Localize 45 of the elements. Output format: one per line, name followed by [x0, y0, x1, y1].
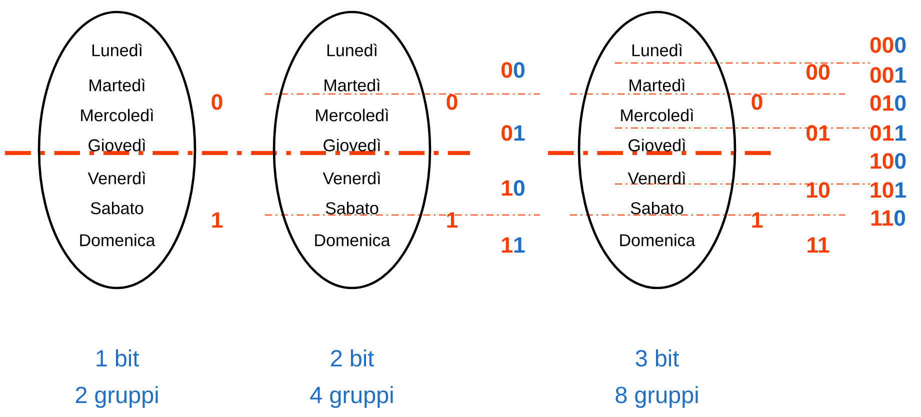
- day-name: Sabato: [326, 202, 378, 214]
- binary-code: 0: [212, 94, 222, 110]
- binary-code: 011: [870, 125, 906, 141]
- group-ellipse: [578, 10, 736, 290]
- day-name: Giovedì: [324, 138, 380, 152]
- caption-text: 1 bit: [96, 349, 139, 367]
- day-name: Lunedì: [92, 44, 142, 56]
- day-name: Lunedì: [327, 44, 377, 56]
- day-name: Martedì: [324, 78, 380, 92]
- binary-code: 00: [502, 62, 524, 78]
- day-name: Domenica: [315, 234, 390, 246]
- day-name: Domenica: [620, 234, 696, 246]
- day-name: Mercoledì: [621, 108, 694, 122]
- caption-text: 3 bit: [636, 349, 679, 367]
- binary-code: 100: [870, 153, 906, 169]
- day-name: Domenica: [80, 234, 156, 246]
- caption-text: 8 gruppi: [616, 386, 698, 408]
- day-name: Venerdì: [322, 172, 380, 184]
- caption-text: 4 gruppi: [310, 386, 393, 408]
- binary-code: 11: [502, 237, 525, 253]
- day-name: Giovedì: [628, 138, 686, 152]
- day-name: Giovedì: [88, 138, 146, 152]
- caption-text: 2 bit: [331, 349, 374, 367]
- binary-code: 01: [502, 125, 525, 141]
- binary-code: 00: [806, 64, 830, 80]
- day-name: Venerdì: [88, 172, 146, 184]
- group-ellipse: [38, 10, 196, 290]
- binary-code: 101: [870, 182, 906, 198]
- caption-text: 2 gruppi: [76, 386, 158, 408]
- day-name: Venerdì: [628, 172, 686, 184]
- binary-code: 1: [212, 212, 223, 228]
- binary-code: 11: [808, 237, 830, 253]
- group-ellipse: [272, 10, 432, 290]
- day-name: Mercoledì: [81, 108, 154, 122]
- day-name: Mercoledì: [316, 108, 388, 122]
- day-name: Sabato: [630, 202, 684, 214]
- binary-code: 000: [870, 37, 906, 53]
- binary-code: 10: [502, 180, 524, 196]
- binary-code: 010: [870, 95, 906, 111]
- day-name: Lunedì: [632, 44, 682, 56]
- binary-code: 110: [871, 210, 906, 226]
- day-name: Martedì: [90, 78, 145, 92]
- binary-code: 001: [870, 67, 906, 83]
- day-name: Martedì: [630, 78, 685, 92]
- day-name: Sabato: [90, 202, 144, 214]
